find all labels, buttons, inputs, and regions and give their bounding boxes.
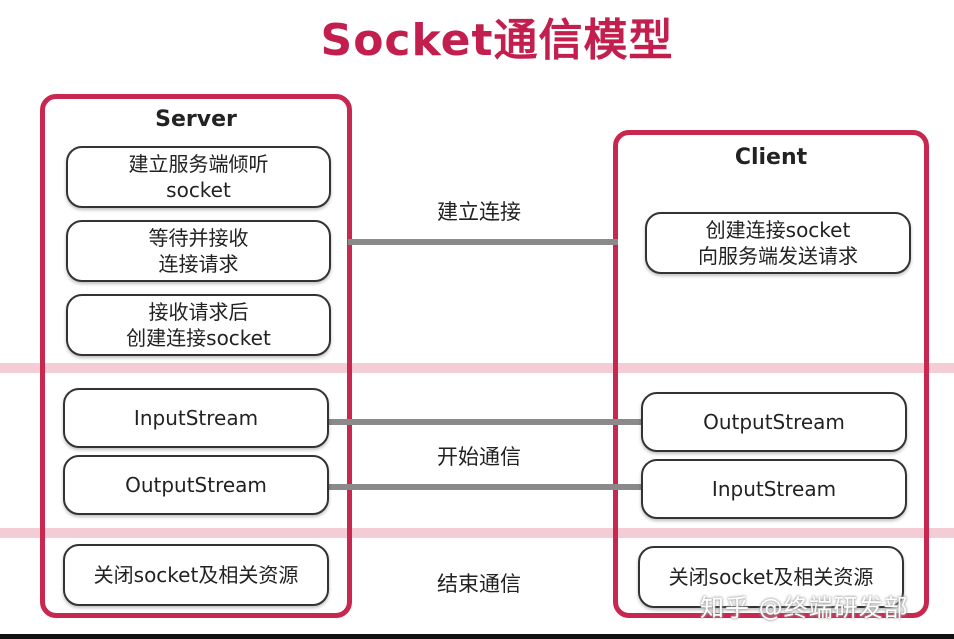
server-title: Server bbox=[155, 107, 237, 132]
server-wait-request-box: 等待并接收 连接请求 bbox=[66, 220, 331, 282]
server-inputstream-box: InputStream bbox=[63, 388, 329, 448]
server-panel: Server bbox=[40, 94, 352, 618]
watermark: 知乎 @终端研发部 bbox=[700, 594, 909, 622]
client-create-socket-box: 创建连接socket 向服务端发送请求 bbox=[645, 212, 911, 274]
phase-separator-2 bbox=[0, 528, 954, 538]
client-title: Client bbox=[734, 145, 808, 170]
phase-separator-1 bbox=[0, 363, 954, 373]
phase-label-connect: 建立连接 bbox=[437, 200, 521, 224]
client-panel: Client bbox=[613, 130, 929, 618]
phase-label-end: 结束通信 bbox=[437, 572, 521, 596]
client-inputstream-box: InputStream bbox=[641, 459, 907, 519]
diagram-title: Socket通信模型 bbox=[320, 15, 674, 66]
server-listen-socket-box: 建立服务端倾听 socket bbox=[66, 146, 331, 208]
output-input-line bbox=[328, 484, 643, 490]
client-outputstream-box: OutputStream bbox=[641, 392, 907, 452]
phase-label-communicate: 开始通信 bbox=[437, 445, 521, 469]
client-close-box: 关闭socket及相关资源 bbox=[638, 546, 904, 608]
server-close-box: 关闭socket及相关资源 bbox=[63, 544, 329, 606]
server-outputstream-box: OutputStream bbox=[63, 455, 329, 515]
bottom-rule bbox=[0, 634, 954, 639]
server-create-socket-box: 接收请求后 创建连接socket bbox=[66, 294, 331, 356]
input-output-line bbox=[328, 419, 643, 425]
connect-line bbox=[348, 239, 618, 245]
